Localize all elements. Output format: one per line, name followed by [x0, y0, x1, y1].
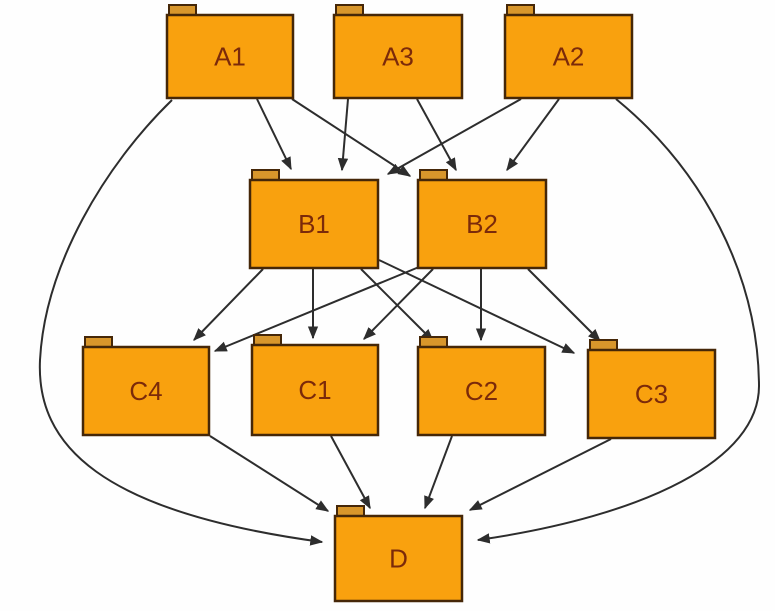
node-label-A3: A3 [382, 42, 414, 72]
node-label-C2: C2 [465, 376, 498, 406]
node-box-C1 [250, 343, 380, 437]
node-B2: B2 [416, 169, 548, 270]
node-B1: B1 [248, 169, 380, 270]
node-A1: A1 [165, 4, 295, 100]
node-label-B1: B1 [298, 209, 330, 239]
edge-A1-B2 [291, 98, 412, 177]
edge-A1-B1 [256, 98, 292, 171]
node-label-C1: C1 [298, 375, 331, 405]
edge-A3-B1 [337, 98, 349, 172]
node-box-C3 [586, 348, 717, 440]
node-label-D: D [389, 544, 408, 574]
node-C3: C3 [586, 339, 717, 440]
node-C1: C1 [250, 334, 380, 437]
edge-C3-D [468, 438, 612, 511]
node-A2: A2 [503, 4, 634, 100]
edge-A2-B2 [506, 98, 560, 172]
node-box-B1 [248, 178, 380, 270]
node-box-A1 [165, 13, 295, 100]
edge-B2-C4 [213, 266, 420, 352]
node-C2: C2 [416, 336, 547, 437]
node-C4: C4 [81, 336, 211, 437]
edge-B1-C3 [378, 259, 576, 354]
node-label-A2: A2 [553, 42, 585, 72]
node-box-C2 [416, 345, 547, 437]
node-box-B2 [416, 178, 548, 270]
edges-layer [38, 98, 761, 546]
node-box-A2 [503, 13, 634, 100]
edge-A2-D [476, 98, 761, 544]
node-D: D [333, 505, 464, 603]
edge-B1-C4 [193, 268, 264, 341]
edge-C4-D [209, 435, 330, 512]
edge-A1-D [38, 99, 324, 546]
edge-A2-B1 [386, 98, 522, 175]
node-box-A3 [332, 13, 464, 100]
node-label-A1: A1 [214, 42, 246, 72]
node-label-C3: C3 [635, 379, 668, 409]
node-label-C4: C4 [129, 376, 162, 406]
edge-C1-D [330, 435, 371, 510]
edge-C2-D [424, 435, 453, 510]
node-box-C4 [81, 345, 211, 437]
edge-B2-C1 [363, 268, 434, 340]
node-box-D [333, 514, 464, 603]
node-label-B2: B2 [466, 209, 498, 239]
edge-A3-B2 [416, 98, 457, 172]
node-A3: A3 [332, 4, 464, 100]
edge-B2-C3 [527, 268, 601, 342]
